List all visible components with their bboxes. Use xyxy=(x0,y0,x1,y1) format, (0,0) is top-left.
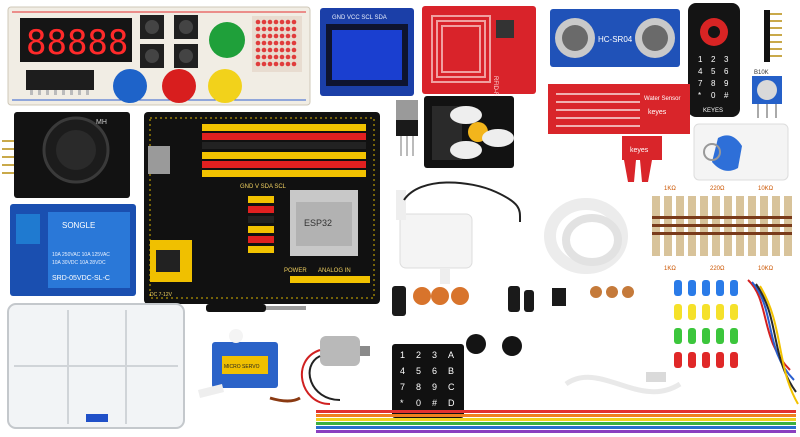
usb-cable xyxy=(564,372,682,395)
keypad-key-8: 8 xyxy=(416,382,421,392)
red-button-cap xyxy=(162,69,196,103)
keypad-key-hash: # xyxy=(432,398,437,408)
oled-display-module: GND VCC SCL SDA xyxy=(320,8,414,96)
ir-remote: 1 2 3 4 5 6 7 8 9 * 0 # KEYES xyxy=(688,3,740,117)
keypad-key-9: 9 xyxy=(432,382,437,392)
remote-key-hash: # xyxy=(724,91,729,100)
potentiometer-label: B10K xyxy=(754,70,769,76)
keypad-key-star: * xyxy=(400,398,404,408)
esp32-chip-label: ESP32 xyxy=(304,218,332,228)
joystick-module: MH xyxy=(2,112,130,198)
soil-sensor-brand: keyes xyxy=(630,147,649,154)
breadboard-module: 88888 xyxy=(7,6,311,106)
relay-brand: SONGLE xyxy=(62,221,95,230)
ic-chip xyxy=(26,70,94,95)
ir-receiver xyxy=(552,288,566,306)
resistor-value-bottom-3: 10KΩ xyxy=(758,266,774,272)
resistor-value-bottom-2: 220Ω xyxy=(710,266,725,272)
blue-button-cap xyxy=(113,69,147,103)
remote-key-7: 7 xyxy=(698,79,703,88)
keypad-key-1: 1 xyxy=(400,350,405,360)
segment-digits: 88888 xyxy=(26,23,128,63)
tactile-buttons xyxy=(140,15,198,68)
buzzers xyxy=(466,334,522,356)
water-pump xyxy=(396,181,522,284)
keypad-key-7: 7 xyxy=(400,382,405,392)
remote-key-star: * xyxy=(698,91,701,100)
keypad-key-a: A xyxy=(448,350,454,360)
header-row-top xyxy=(202,124,366,177)
led-array xyxy=(674,280,738,368)
board-pin-labels: GND V SDA SCL xyxy=(240,184,287,190)
joystick-label: MH xyxy=(96,119,107,126)
yellow-button-cap xyxy=(208,69,242,103)
resistor-value-top-1: 1KΩ xyxy=(664,186,676,192)
remote-key-1: 1 xyxy=(698,55,703,64)
resistor-strip: 1KΩ 220Ω 10KΩ 1KΩ 220Ω 10KΩ xyxy=(652,186,792,272)
ultrasonic-label: HC-SR04 xyxy=(598,35,633,44)
keypad-key-0: 0 xyxy=(416,398,421,408)
pin-header xyxy=(764,10,782,62)
photoresistors xyxy=(590,286,634,298)
rfid-label: RFID-RC522 xyxy=(492,76,498,111)
green-button-cap xyxy=(209,22,245,58)
oled-pin-labels: GND VCC SCL SDA xyxy=(332,15,387,21)
rfid-reader-module: RFID-RC522 xyxy=(422,6,536,111)
remote-brand: KEYES xyxy=(703,108,723,114)
water-level-sensor: Water Sensor keyes xyxy=(548,84,690,134)
led-dot-matrix xyxy=(252,16,302,72)
storage-box xyxy=(7,303,185,429)
micro-servo: MICRO SERVO xyxy=(198,329,301,403)
power-label: POWER xyxy=(284,268,307,274)
keypad-key-d: D xyxy=(448,398,455,408)
water-sensor-brand: keyes xyxy=(648,109,667,116)
fan-blade xyxy=(450,106,514,159)
silicone-tube xyxy=(544,198,628,274)
relay-spec-1: 10A 250VAC 10A 125VAC xyxy=(52,252,110,258)
remote-key-6: 6 xyxy=(724,67,729,76)
membrane-keypad: 1 2 3 A 4 5 6 B 7 8 9 C * 0 # D xyxy=(392,344,464,418)
screwdriver xyxy=(206,304,306,312)
servo-label: MICRO SERVO xyxy=(224,364,260,370)
analog-label: ANALOG IN xyxy=(318,268,351,274)
relay-model: SRD-05VDC-SL-C xyxy=(52,275,110,282)
esp32-chip-module: ESP32 xyxy=(290,190,358,256)
resistor-value-bottom-1: 1KΩ xyxy=(664,266,676,272)
resistor-value-top-2: 220Ω xyxy=(710,186,725,192)
dupont-ribbon-cable xyxy=(316,410,796,433)
esp32-main-board: DC 7-12V GND V SDA SCL ESP32 POWER ANALO… xyxy=(144,112,380,304)
seven-segment-display: 88888 xyxy=(20,18,132,63)
ceramic-capacitors xyxy=(413,287,469,305)
potentiometer: B10K xyxy=(752,70,782,118)
remote-key-9: 9 xyxy=(724,79,729,88)
keypad-key-4: 4 xyxy=(400,366,405,376)
keypad-key-5: 5 xyxy=(416,366,421,376)
keypad-key-c: C xyxy=(448,382,455,392)
remote-key-4: 4 xyxy=(698,67,703,76)
resistor-value-top-3: 10KΩ xyxy=(758,186,774,192)
remote-key-0: 0 xyxy=(711,91,716,100)
electrolytic-capacitors xyxy=(392,286,534,316)
water-sensor-label: Water Sensor xyxy=(644,96,680,102)
jumper-wire-bundle xyxy=(747,279,799,405)
header-block-left xyxy=(248,196,274,253)
relay-module: SONGLE 10A 250VAC 10A 125VAC 10A 30VDC 1… xyxy=(10,204,136,296)
rfid-card-and-keyfob xyxy=(693,123,789,181)
remote-key-3: 3 xyxy=(724,55,729,64)
voltage-regulator xyxy=(396,100,418,156)
ultrasonic-sensor: HC-SR04 xyxy=(550,9,680,67)
remote-key-5: 5 xyxy=(711,67,716,76)
keypad-key-b: B xyxy=(448,366,454,376)
keypad-key-2: 2 xyxy=(416,350,421,360)
relay-spec-2: 10A 30VDC 10A 28VDC xyxy=(52,260,106,266)
remote-key-2: 2 xyxy=(711,55,716,64)
remote-key-8: 8 xyxy=(711,79,716,88)
keypad-key-6: 6 xyxy=(432,366,437,376)
dc-motor xyxy=(301,336,370,405)
keypad-key-3: 3 xyxy=(432,350,437,360)
dc-label: DC 7-12V xyxy=(150,292,173,298)
soil-sensor: keyes xyxy=(622,136,662,182)
